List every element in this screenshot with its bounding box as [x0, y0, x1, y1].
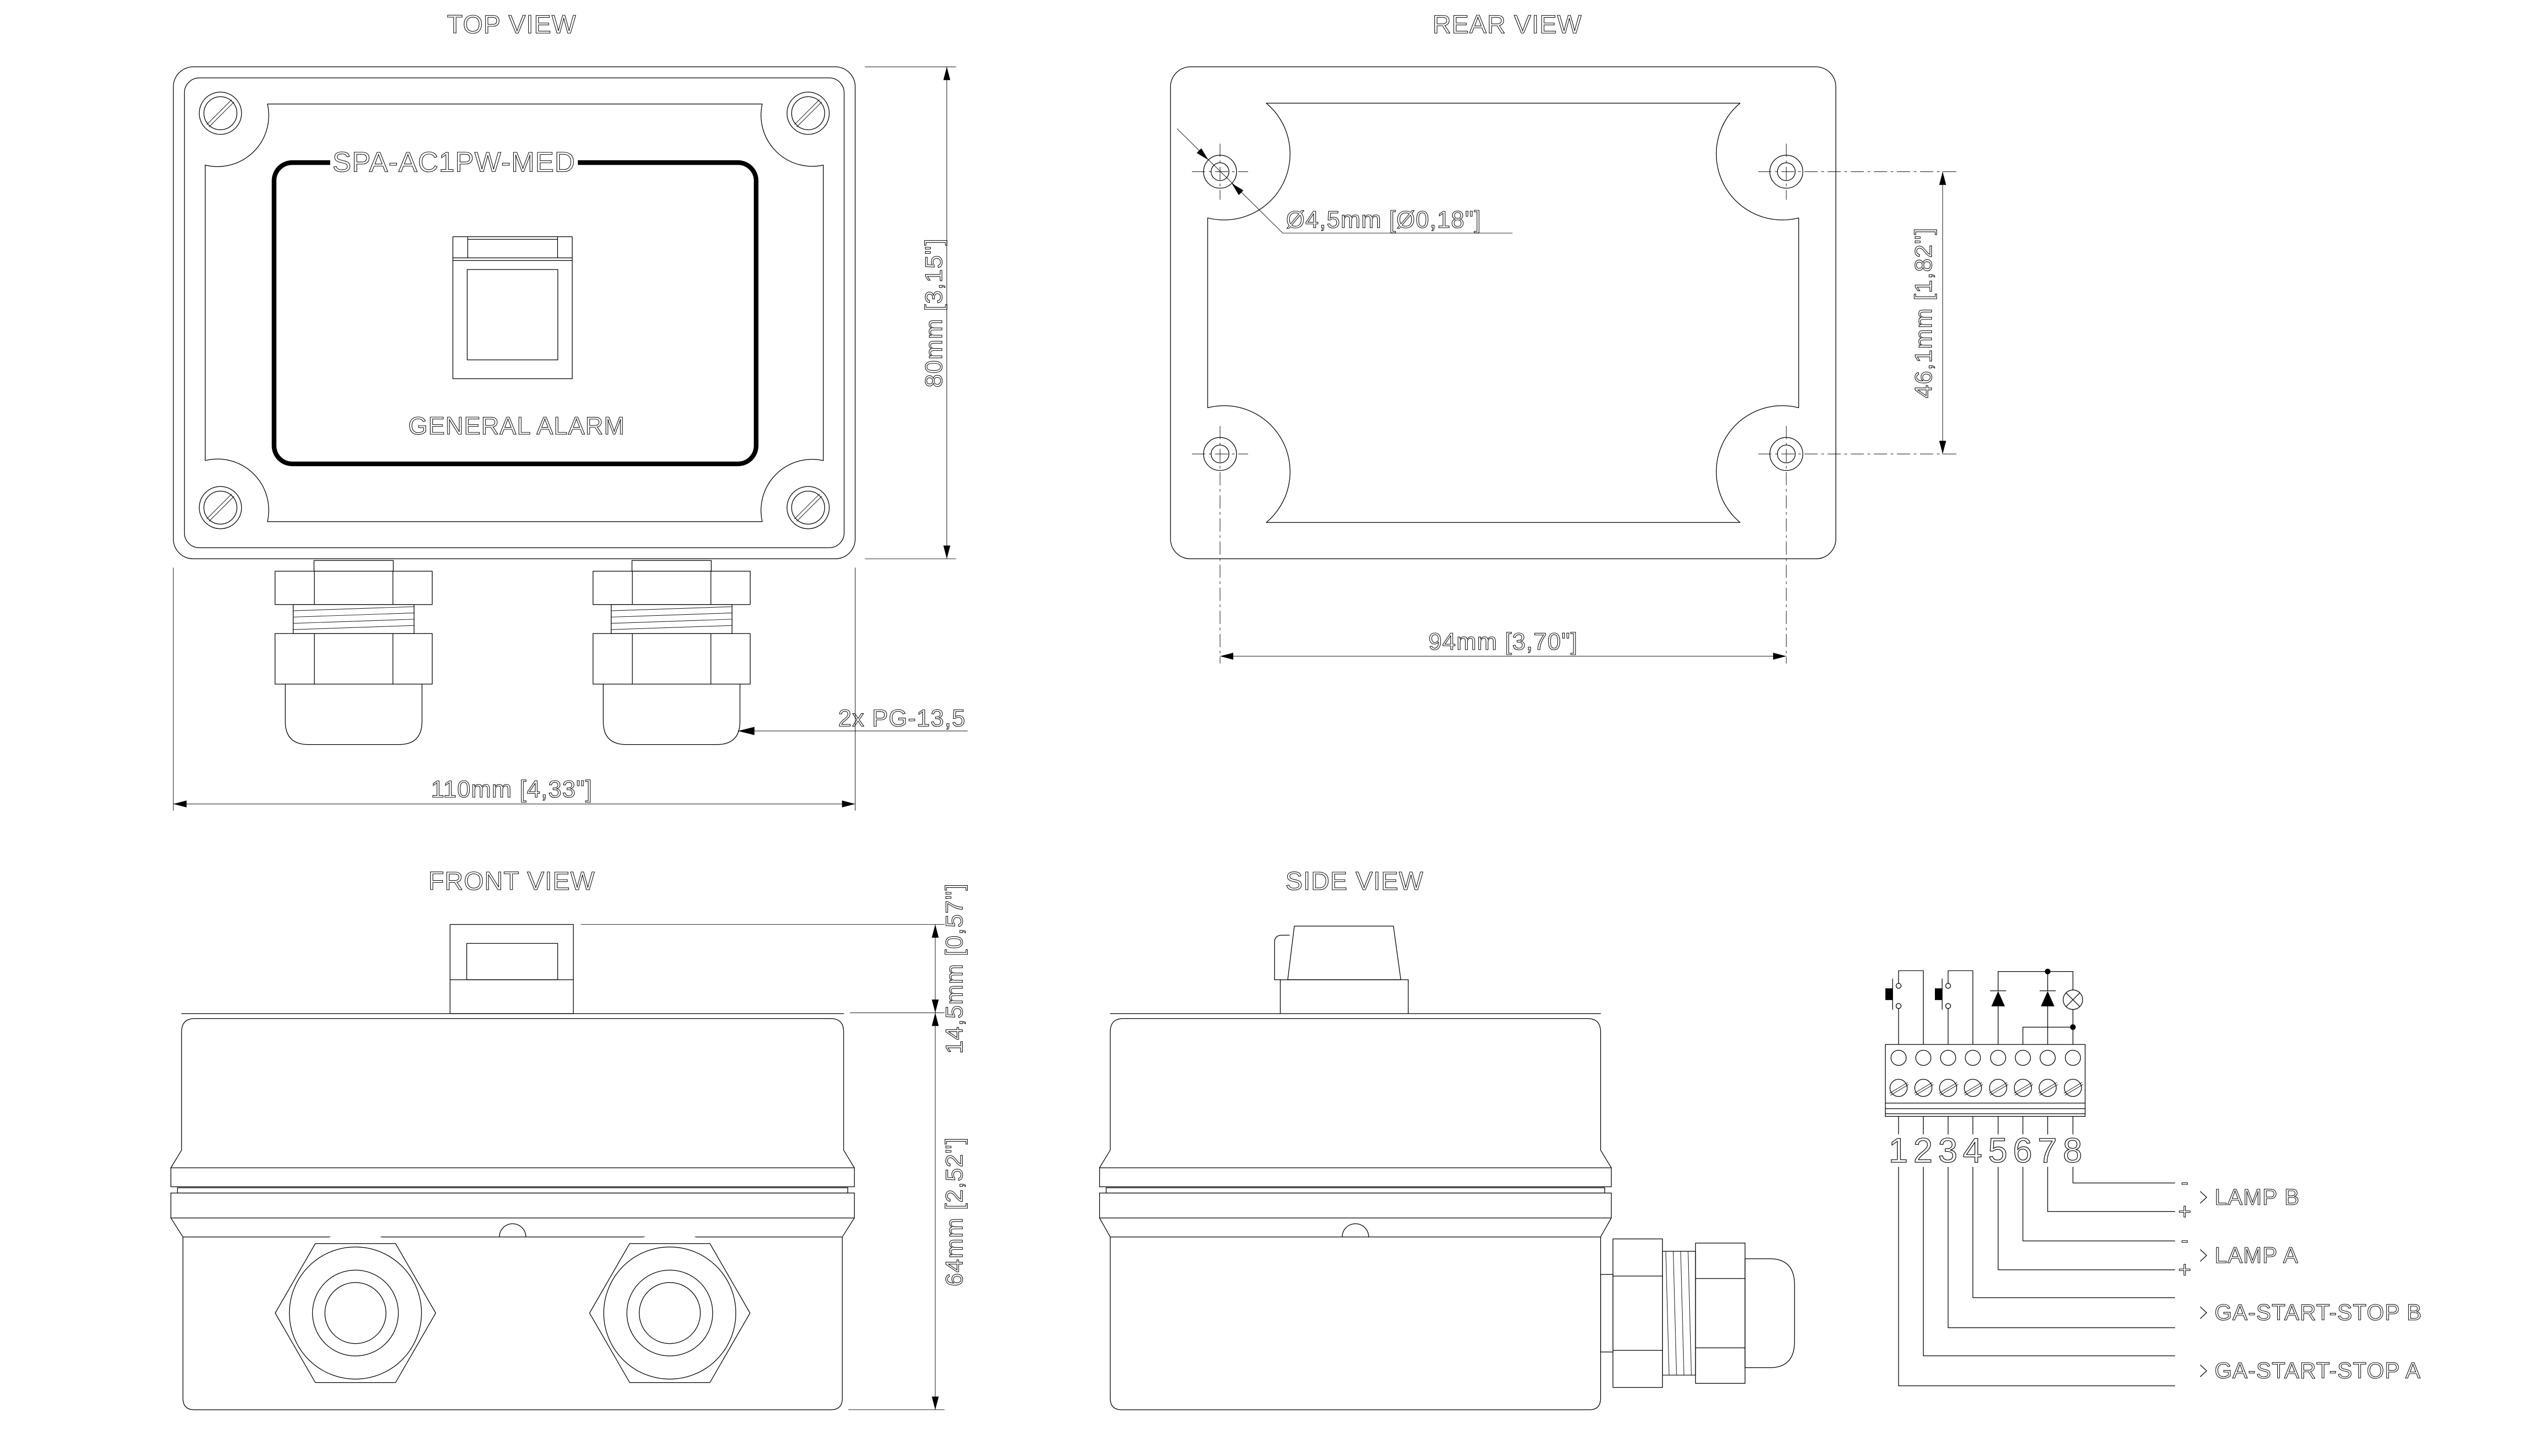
gland-callout: 2x PG-13,5: [738, 705, 968, 736]
wiring-diagram: 1 2 3 4 5 6 7 8 - + LAMP B - +: [1885, 969, 2422, 1386]
output-label: GA-START-STOP B: [2215, 1300, 2422, 1325]
dimension-94mm: 94mm [3,70"]: [1220, 628, 1787, 660]
lamp-icon: [1998, 969, 2083, 1045]
terminal-number-8: 8: [2063, 1131, 2083, 1170]
cable-gland-icon: [593, 560, 751, 745]
terminal-number-6: 6: [2013, 1131, 2033, 1170]
gland-callout-label: 2x PG-13,5: [838, 705, 966, 732]
output-sign-plus: +: [2178, 1258, 2192, 1283]
dim-14mm-label: 14,5mm [0,57"]: [941, 883, 968, 1054]
rear-outline: [1170, 66, 1836, 559]
rear-view-title: REAR VIEW: [1432, 10, 1582, 38]
dimension-110mm: 110mm [4,33"]: [173, 567, 855, 811]
chevron-icon: [2200, 1249, 2207, 1262]
output-ga-start-stop-a: GA-START-STOP A: [2200, 1358, 2421, 1384]
top-view-title: TOP VIEW: [447, 10, 576, 38]
side-view-title: SIDE VIEW: [1286, 867, 1424, 895]
dimension-46mm: 46,1mm [1,82"]: [1910, 171, 1947, 454]
screw-icon: [199, 486, 242, 529]
terminal-block: [1885, 1044, 2086, 1117]
dim-64mm-label: 64mm [2,52"]: [941, 1137, 968, 1287]
terminal-number-7: 7: [2038, 1131, 2057, 1170]
output-label: LAMP A: [2215, 1243, 2298, 1268]
cable-gland-icon: [275, 560, 433, 745]
gland-boss-bump: [499, 1223, 526, 1238]
chevron-icon: [2200, 1364, 2207, 1377]
screw-icon: [199, 92, 242, 135]
mounting-hole-icon: [1758, 426, 1957, 664]
terminal-number-3: 3: [1938, 1131, 1958, 1170]
terminal-number-1: 1: [1888, 1131, 1908, 1170]
top-view: TOP VIEW SPA-AC1PW-MED GENERAL ALARM: [173, 10, 968, 811]
dim-110mm-label: 110mm [4,33"]: [431, 776, 593, 803]
terminal-number-5: 5: [1988, 1131, 2008, 1170]
output-sign-plus: +: [2178, 1199, 2192, 1224]
terminal-number-4: 4: [1963, 1131, 1982, 1170]
push-button-profile: [1274, 926, 1409, 1014]
output-wires: [1898, 1116, 2176, 1386]
dimension-80mm: 80mm [3,15"]: [865, 66, 957, 559]
hole-callout: Ø4,5mm [Ø0,18"]: [1177, 128, 1513, 234]
button-face: [467, 269, 559, 360]
dimension-14mm: 14,5mm [0,57"]: [580, 883, 968, 1054]
output-label: LAMP B: [2215, 1185, 2300, 1210]
model-label: SPA-AC1PW-MED: [333, 147, 576, 178]
output-ga-start-stop-b: GA-START-STOP B: [2200, 1300, 2422, 1326]
mounting-hole-icon: [1758, 144, 1957, 200]
rear-recess: [1207, 103, 1799, 523]
cable-gland-side-icon: [1600, 1238, 1795, 1388]
dim-46mm-label: 46,1mm [1,82"]: [1910, 228, 1937, 398]
screw-icon: [786, 486, 830, 529]
side-view: SIDE VIEW: [1099, 866, 1795, 1410]
cable-gland-front-icon: [589, 1233, 751, 1393]
output-lamp-a: - + LAMP A: [2178, 1227, 2298, 1283]
diode-icon: [2039, 971, 2056, 1045]
label-gap-mask: [330, 155, 578, 170]
push-button-profile: [449, 924, 574, 1014]
alarm-button: [452, 236, 573, 379]
push-button-icon: [1934, 970, 1973, 1045]
output-lamp-b: - + LAMP B: [2178, 1169, 2300, 1224]
lid-face-plate: [205, 104, 824, 522]
push-button-icon: [1885, 970, 1924, 1045]
mounting-hole-icon: [1192, 426, 1248, 664]
panel-label: GENERAL ALARM: [409, 413, 625, 440]
enclosure-wall-line: [184, 77, 845, 549]
screw-icon: [786, 92, 830, 135]
dim-94mm-label: 94mm [3,70"]: [1428, 628, 1578, 655]
terminal-screws: [1889, 1079, 2083, 1097]
diode-icon: [1990, 971, 2007, 1045]
rear-view: REAR VIEW Ø4,5mm [Ø0,18"]: [1170, 10, 1957, 664]
dim-80mm-label: 80mm [3,15"]: [921, 238, 947, 388]
output-sign-minus: -: [2181, 1170, 2189, 1195]
output-label: GA-START-STOP A: [2215, 1358, 2421, 1383]
enclosure-outline: [173, 66, 856, 559]
front-view-title: FRONT VIEW: [428, 867, 595, 895]
terminal-number-2: 2: [1913, 1131, 1933, 1170]
dimension-64mm: 64mm [2,52"]: [848, 1012, 968, 1410]
chevron-icon: [2200, 1191, 2207, 1204]
front-view: FRONT VIEW: [170, 866, 968, 1410]
chevron-icon: [2200, 1306, 2207, 1319]
output-sign-minus: -: [2181, 1228, 2189, 1253]
cable-gland-front-icon: [275, 1233, 436, 1393]
mounting-hole-icon: [1192, 144, 1248, 200]
hole-callout-label: Ø4,5mm [Ø0,18"]: [1286, 207, 1481, 234]
gland-boss-bump: [1342, 1223, 1369, 1238]
